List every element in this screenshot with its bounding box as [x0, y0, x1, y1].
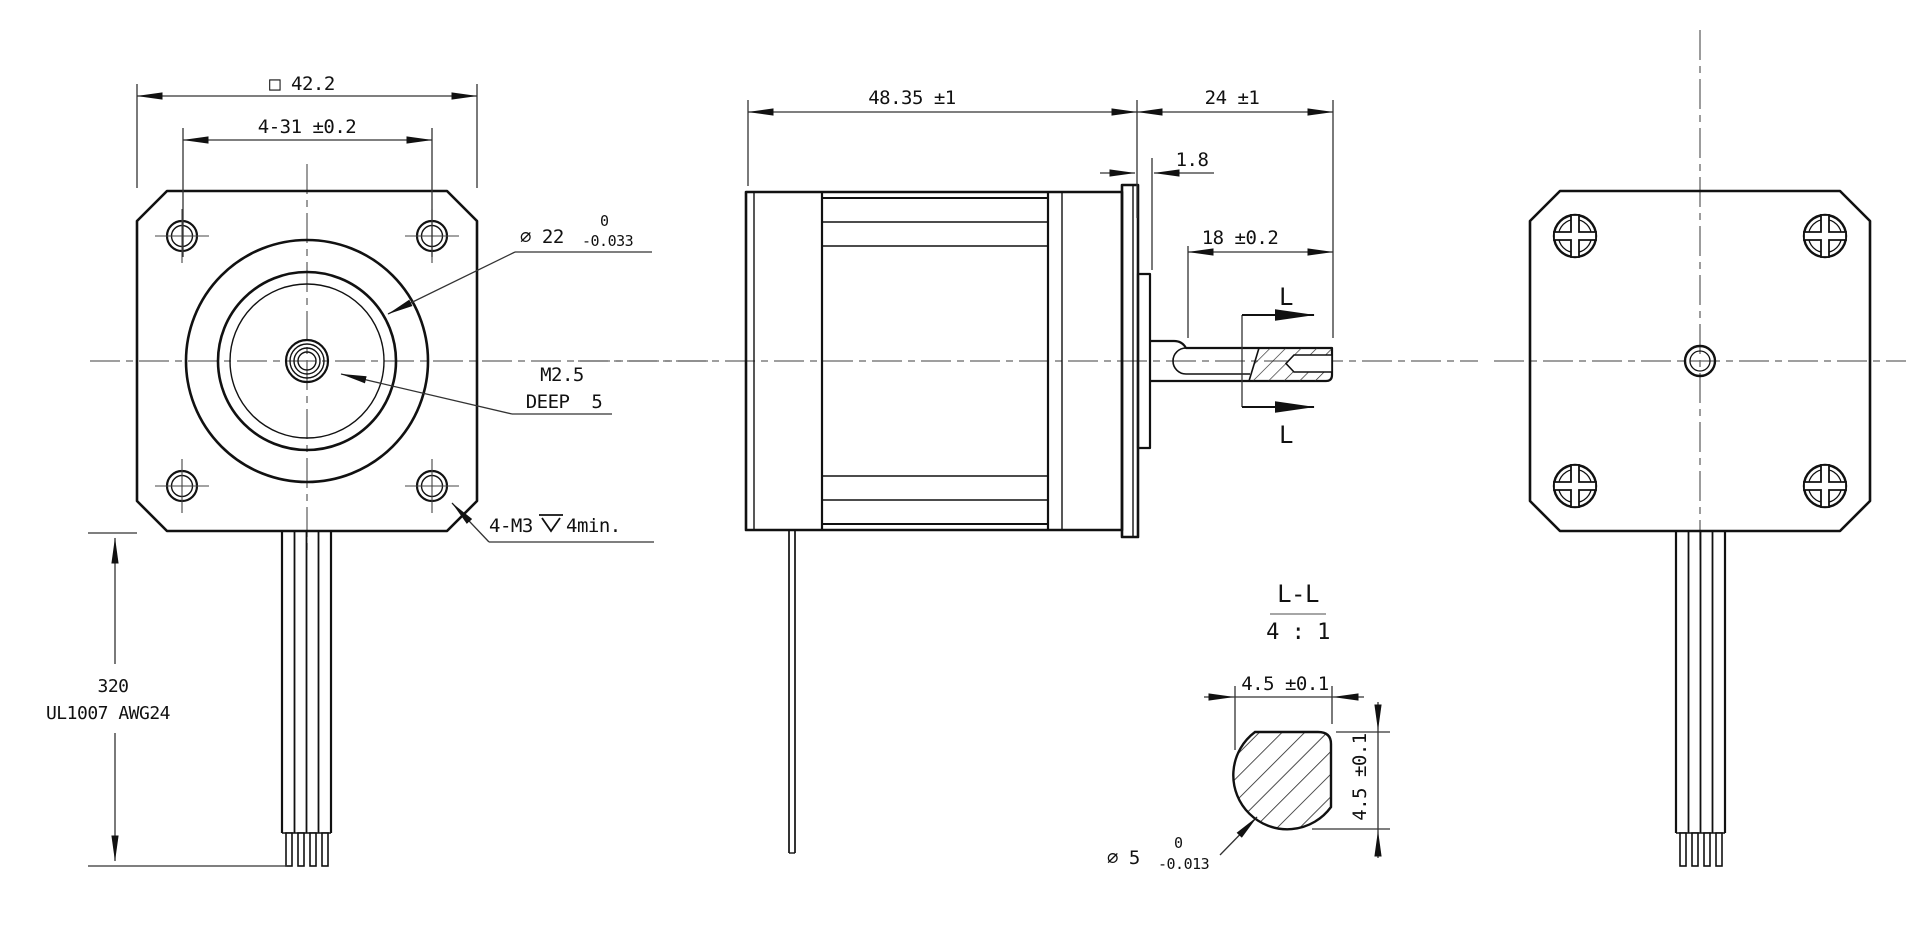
- shaft-tap-hole: [1284, 354, 1333, 373]
- tap-depth-label: DEEP 5: [526, 391, 603, 413]
- tap-thread-label: M2.5: [540, 364, 584, 386]
- mount-holes-suffix: 4min.: [566, 515, 621, 537]
- shaft-tol-lower: -0.013: [1158, 855, 1209, 873]
- pilot-tol-lower: -0.033: [582, 232, 633, 250]
- side-pilot-boss: [1136, 272, 1152, 450]
- rear-view: [1494, 30, 1906, 867]
- rear-lead-wires: [1674, 531, 1727, 867]
- section-mark-top: L: [1279, 283, 1293, 311]
- lead-spec-label: UL1007 AWG24: [46, 703, 170, 724]
- front-view: □ 42.2 4-31 ±0.2 ⌀ 22 0 -0.033 M2.5 DEEP…: [46, 73, 712, 867]
- section-cut-marks: [1241, 309, 1315, 413]
- rear-center-hole: [1683, 344, 1717, 378]
- dim-mount-spacing: 4-31 ±0.2: [258, 116, 356, 138]
- dim-across-flat-h: 4.5 ±0.1: [1241, 673, 1329, 695]
- screw-top-right: [1802, 213, 1848, 259]
- screw-top-left: [1552, 213, 1598, 259]
- lead-length-label: 320: [97, 676, 128, 697]
- dim-flat-length: 18 ±0.2: [1202, 227, 1279, 249]
- shaft-section-shape: [1232, 730, 1333, 831]
- side-view: 48.35 ±1 24 ±1 1.8 18 ±0.2 L L: [578, 87, 1478, 854]
- pilot-diameter-label: ⌀ 22: [520, 226, 564, 248]
- front-dimensions: [88, 84, 478, 867]
- section-detail: L-L 4 : 1 4.5 ±0.1 4.5 ±0.1 ⌀ 5 0 -0.013: [1107, 580, 1390, 873]
- mount-holes-prefix: 4-M3: [489, 515, 533, 537]
- section-scale: 4 : 1: [1266, 620, 1330, 645]
- front-leaders: [340, 251, 654, 543]
- dim-shaft-extension: 24 ±1: [1205, 87, 1260, 109]
- rear-flange-outline: [1528, 189, 1872, 533]
- flat-runout: [1172, 347, 1250, 375]
- dim-flange-square: □ 42.2: [269, 73, 335, 95]
- front-lead-wires: [280, 531, 333, 867]
- shaft-diameter-label: ⌀ 5: [1107, 847, 1140, 869]
- dim-boss-height: 1.8: [1176, 149, 1209, 171]
- side-shaft: [1150, 339, 1334, 383]
- pilot-tol-upper: 0: [600, 212, 609, 230]
- dim-across-flat-v: 4.5 ±0.1: [1349, 733, 1371, 821]
- side-body: [744, 183, 1152, 539]
- front-pilot-circles: [184, 238, 430, 484]
- screw-bottom-left: [1552, 463, 1598, 509]
- dim-body-length: 48.35 ±1: [868, 87, 956, 109]
- section-mark-bottom: L: [1279, 421, 1293, 449]
- depth-symbol-icon: [539, 514, 563, 533]
- detail-dimensions: [1204, 686, 1390, 858]
- screw-bottom-right: [1802, 463, 1848, 509]
- front-flange-outline: [135, 189, 479, 533]
- side-dimensions: [747, 100, 1334, 338]
- section-title: L-L: [1277, 580, 1319, 608]
- shaft-tol-upper: 0: [1174, 834, 1183, 852]
- side-lead-wire: [788, 531, 796, 854]
